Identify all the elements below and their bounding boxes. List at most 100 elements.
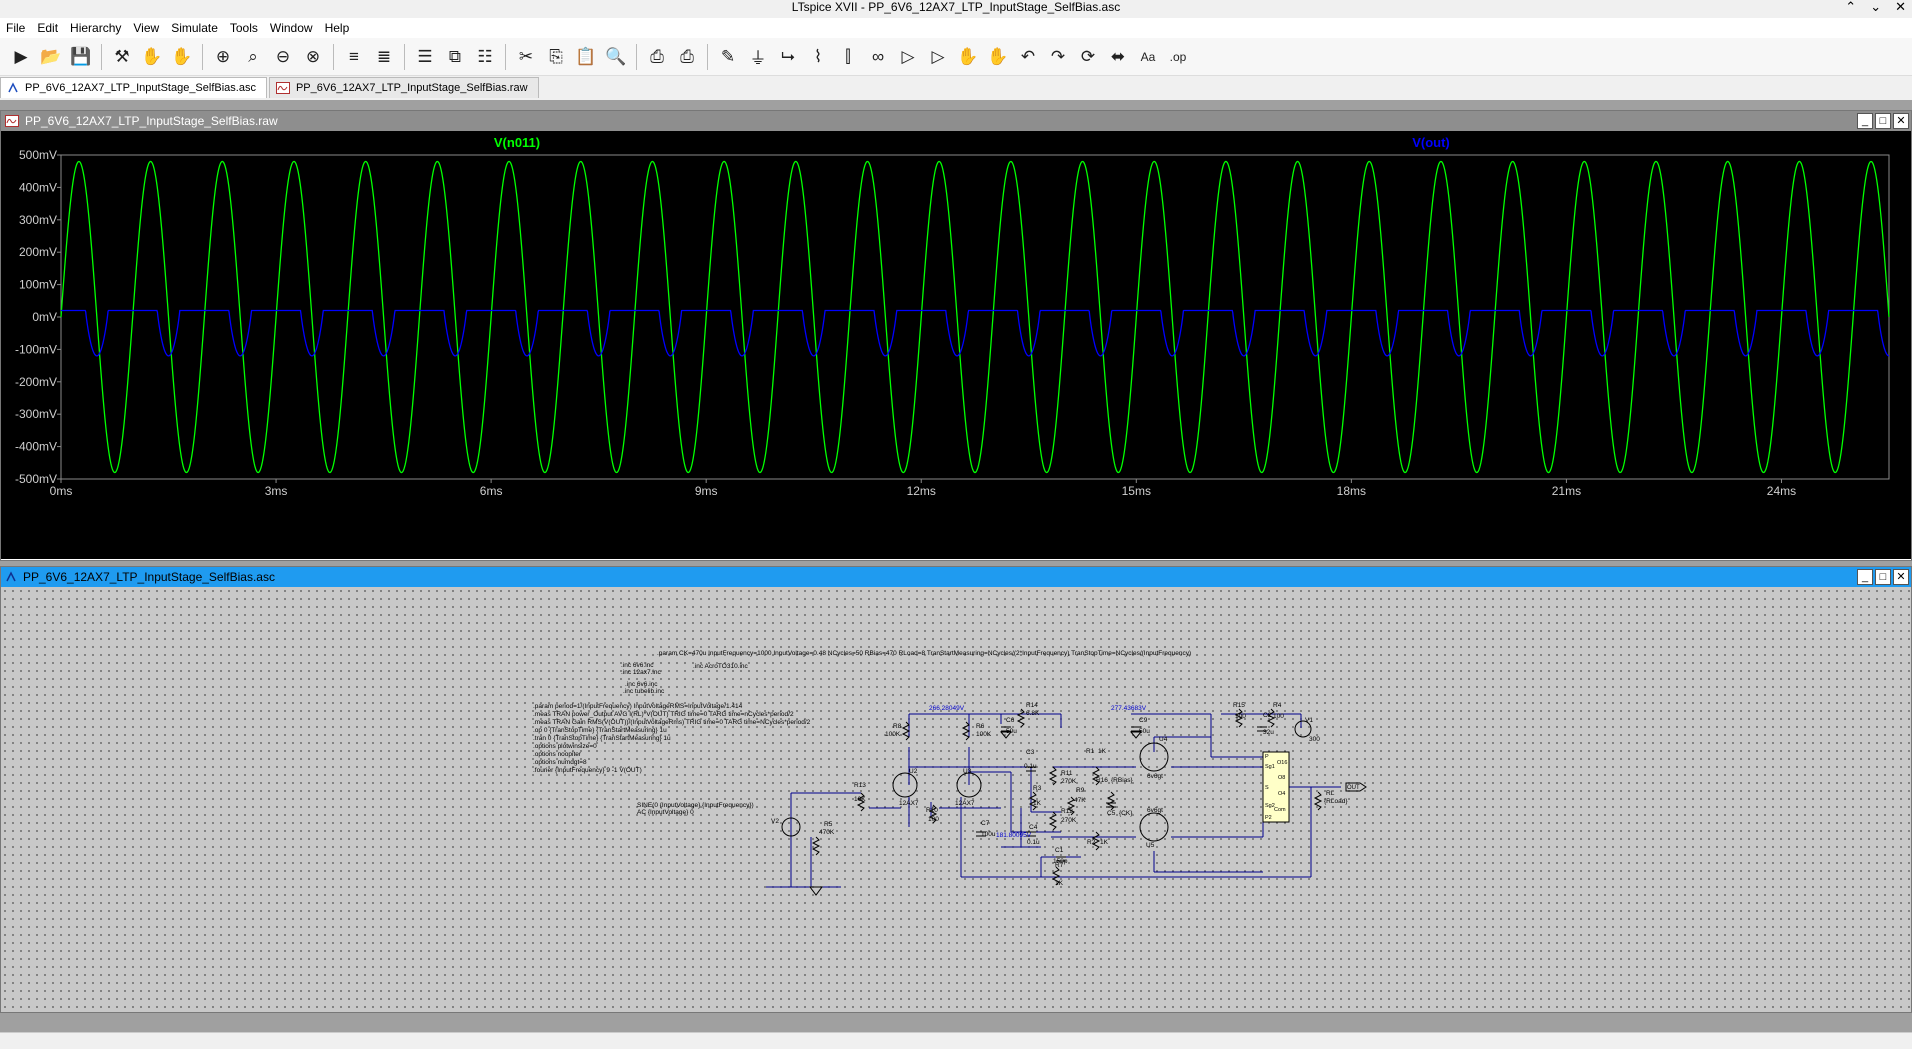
param-directive[interactable]: .param CK=470u InputFrequency=1000 Input… (657, 650, 1191, 657)
tube-u4[interactable] (1139, 742, 1169, 772)
restore-icon[interactable]: □ (1875, 569, 1891, 585)
resistor-r9[interactable] (1066, 796, 1076, 816)
include-directive[interactable]: .inc 6v6.inc (621, 662, 654, 669)
tab-waveform[interactable]: PP_6V6_12AX7_LTP_InputStage_SelfBias.raw (268, 77, 539, 98)
capacitor-c3[interactable] (1026, 766, 1036, 772)
sim-directive[interactable]: .op 0 {TranStopTime} {TranStartMeasuring… (533, 727, 667, 734)
close-icon[interactable]: ✕ (1893, 113, 1909, 129)
resistor-r1[interactable] (1091, 766, 1101, 786)
output-transformer[interactable] (1262, 751, 1290, 823)
resistor-r7[interactable] (1051, 866, 1061, 886)
resistor-r2[interactable] (1091, 831, 1101, 851)
sim-directive[interactable]: .options noopiter (533, 751, 582, 758)
cascade-icon[interactable]: ⧉ (448, 46, 462, 66)
tile-horizontal-icon[interactable]: ☰ (417, 46, 433, 66)
inductor-icon[interactable]: ∞ (871, 46, 885, 66)
source-value[interactable]: AC {InputVoltage} 0 (637, 809, 694, 816)
series-vn011[interactable] (60, 160, 1890, 474)
tile-vertical-icon[interactable]: ☷ (477, 46, 493, 66)
resistor-r11[interactable] (1048, 766, 1058, 786)
menu-window[interactable]: Window (269, 21, 313, 35)
menu-hierarchy[interactable]: Hierarchy (70, 21, 122, 35)
capacitor-icon[interactable]: ⫿ (845, 46, 851, 66)
mirror-icon[interactable]: ⬌ (1110, 46, 1126, 66)
pan-hand-icon[interactable]: ✋ (171, 46, 193, 66)
component-icon[interactable]: ▷ (931, 46, 945, 66)
zoom-fit-icon[interactable]: ⊗ (305, 46, 321, 66)
spice-directive-icon[interactable]: .op (1169, 49, 1187, 64)
text-icon[interactable]: Aa (1140, 49, 1156, 64)
schematic-drawing[interactable]: .param CK=470u InputFrequency=1000 Input… (1, 587, 1911, 1012)
minimize-icon[interactable]: _ (1857, 113, 1873, 129)
resistor-r14[interactable] (1016, 708, 1026, 728)
out-label-flag[interactable] (1345, 782, 1367, 792)
capacitor-c1[interactable] (1056, 856, 1066, 862)
menu-help[interactable]: Help (324, 21, 350, 35)
draw-wire-icon[interactable]: ✎ (720, 46, 736, 66)
redo-icon[interactable]: ↷ (1050, 46, 1066, 66)
open-icon[interactable]: 📂 (40, 46, 62, 66)
sim-directive[interactable]: .meas TRAN Gain RMS(V(OUT))/(InputVoltag… (533, 719, 811, 726)
resistor-r6[interactable] (961, 721, 971, 741)
print-icon[interactable]: ⎙ (650, 46, 664, 66)
waveform-window-titlebar[interactable]: PP_6V6_12AX7_LTP_InputStage_SelfBias.raw… (1, 111, 1911, 131)
include-directive[interactable]: .inc AcroTO310.inc (693, 663, 749, 670)
find-icon[interactable]: 🔍 (605, 46, 627, 66)
cut-icon[interactable]: ✂ (518, 46, 534, 66)
series-vout[interactable] (61, 309, 1890, 357)
components[interactable] (781, 708, 1367, 896)
menu-tools[interactable]: Tools (229, 21, 258, 35)
schematic-canvas[interactable]: .param CK=470u InputFrequency=1000 Input… (1, 587, 1911, 1012)
capacitor-c5[interactable] (1106, 802, 1116, 808)
capacitor-c6[interactable] (1001, 726, 1011, 732)
voltage-source-v2[interactable] (781, 817, 801, 837)
autorange-icon[interactable]: ≡ (349, 46, 359, 66)
zoom-area-icon[interactable]: ⌕ (248, 46, 258, 66)
voltage-source-v1[interactable] (1294, 720, 1312, 738)
sim-directive[interactable]: .options plotwinsize=0 (533, 743, 597, 750)
sim-directive[interactable]: .fourier {InputFrequency} 9 -1 V(OUT) (533, 767, 642, 774)
waveform-chart[interactable]: 500mV400mV300mV200mV100mV0mV-100mV-200mV… (1, 131, 1911, 559)
undo-icon[interactable]: ↶ (1020, 46, 1036, 66)
resistor-r15[interactable] (1234, 708, 1244, 728)
tube-u3[interactable] (956, 772, 982, 798)
paste-icon[interactable]: 📋 (575, 46, 597, 66)
include-directive[interactable]: .inc tubelib.inc (623, 688, 665, 695)
capacitor-c9[interactable] (1131, 726, 1141, 732)
minimize-icon[interactable]: _ (1857, 569, 1873, 585)
menu-edit[interactable]: Edit (37, 21, 59, 35)
include-directive[interactable]: .inc 6v6.inc (625, 681, 658, 688)
maximize-window-icon[interactable]: ⌄ (1870, 0, 1882, 14)
resistor-r10[interactable] (928, 804, 938, 824)
minimize-window-icon[interactable]: ⌃ (1845, 0, 1857, 14)
capacitor-c2[interactable] (1257, 726, 1267, 732)
menu-view[interactable]: View (133, 21, 160, 35)
resistor-r12[interactable] (1048, 811, 1058, 831)
copy-icon[interactable]: ⎘ (549, 46, 563, 66)
drag-icon[interactable]: ✋ (987, 46, 1009, 66)
resistor-rl[interactable] (1313, 791, 1323, 811)
sim-directive[interactable]: .tran 0 {TranStopTime} {TranStartMeasuri… (533, 735, 671, 742)
source-value[interactable]: SINE(0 {InputVoltage} {InputFrequency}) (637, 802, 754, 809)
close-window-icon[interactable]: ✕ (1895, 0, 1906, 14)
sim-directive[interactable]: .options numdgt=8 (533, 759, 587, 766)
resistor-r3[interactable] (1028, 791, 1038, 811)
resistor-r13[interactable] (856, 792, 866, 812)
vertical-autorange-icon[interactable]: ≣ (376, 46, 392, 66)
zoom-out-icon[interactable]: ⊖ (275, 46, 291, 66)
close-icon[interactable]: ✕ (1893, 569, 1909, 585)
resistor-r5[interactable] (811, 836, 821, 856)
trace-label[interactable]: V(n011) (494, 135, 540, 150)
halt-icon[interactable]: ✋ (141, 46, 163, 66)
capacitor-c7[interactable] (976, 831, 986, 837)
tube-u2[interactable] (892, 772, 918, 798)
control-panel-icon[interactable]: ⚒ (114, 46, 130, 66)
label-net-icon[interactable]: ⮡ (781, 46, 795, 66)
sim-directive[interactable]: .param period=1/(InputFrequency) InputVo… (533, 703, 743, 710)
include-directive[interactable]: .inc 12ax7.inc (621, 669, 661, 676)
diode-icon[interactable]: ▷ (901, 46, 915, 66)
resistor-r4[interactable] (1266, 708, 1276, 728)
restore-icon[interactable]: □ (1875, 113, 1891, 129)
run-icon[interactable]: ▶ (14, 46, 28, 66)
